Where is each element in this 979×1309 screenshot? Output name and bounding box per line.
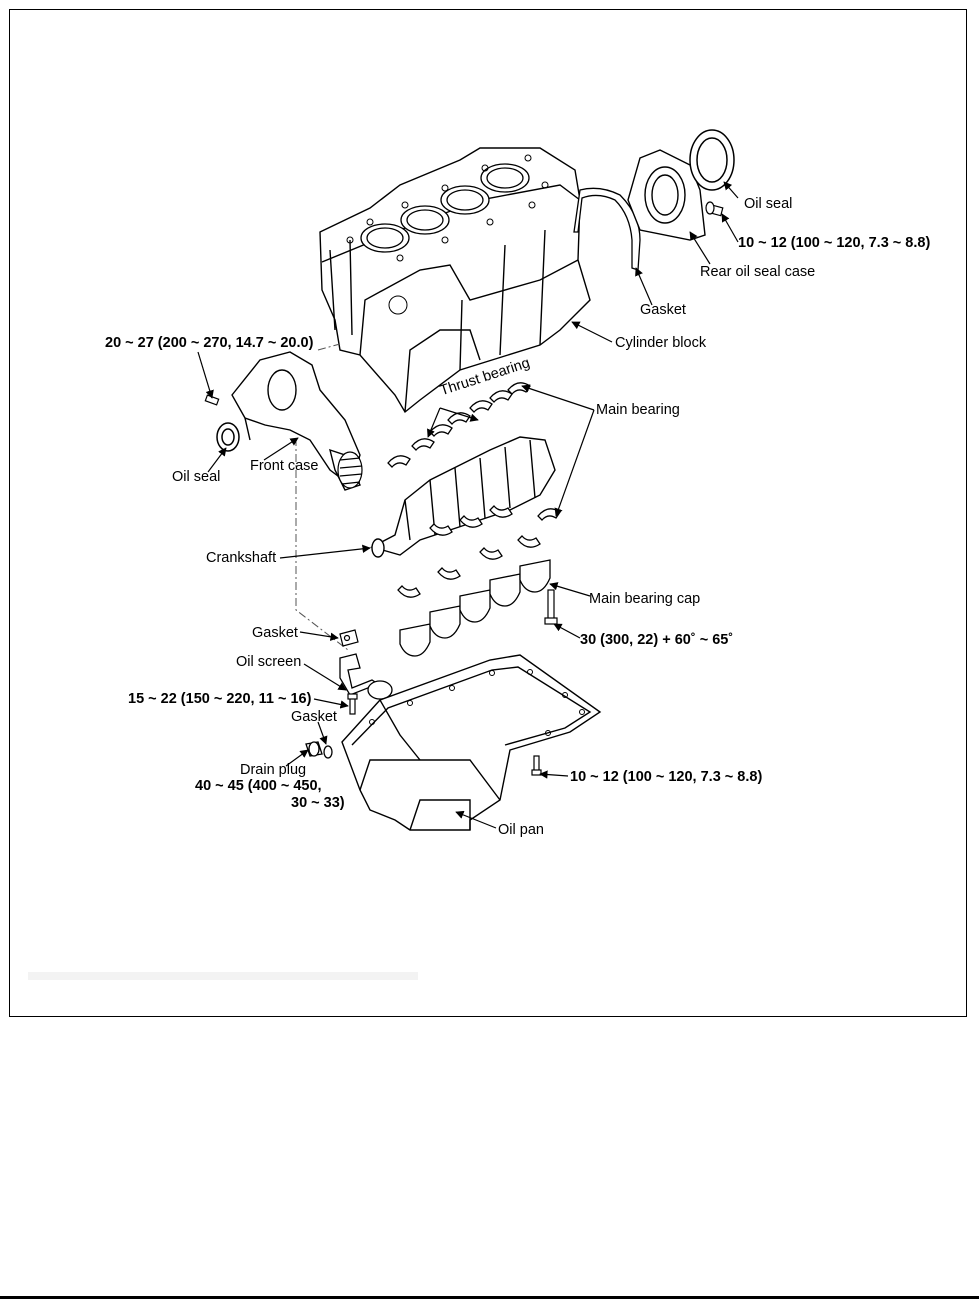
crankshaft	[370, 436, 556, 558]
oil-screen-bolt	[347, 693, 358, 715]
label-oil-pan: Oil pan	[498, 822, 544, 838]
label-gasket-screen: Gasket	[252, 625, 298, 641]
diagram-frame	[9, 9, 967, 1017]
drain-plug	[305, 741, 323, 757]
label-crankshaft: Crankshaft	[206, 550, 277, 566]
screen-gasket	[339, 629, 359, 647]
label-torque-drain-line2: 30 ~ 33)	[291, 795, 345, 811]
drain-gasket	[323, 745, 333, 759]
oil-pan	[341, 654, 602, 831]
oil-pan-bolt-holes	[369, 669, 585, 736]
main-bearing-caps	[399, 559, 551, 657]
label-main-bearing: Main bearing	[596, 402, 680, 418]
front-case-pulley-hub	[337, 451, 363, 489]
label-rear-oil-seal-case: Rear oil seal case	[700, 264, 816, 280]
rear-gasket	[573, 187, 641, 271]
label-oil-seal-front: Oil seal	[172, 469, 221, 485]
label-torque-drain-line1: 40 ~ 45 (400 ~ 450,	[195, 778, 322, 794]
cylinder-bores	[360, 163, 530, 253]
label-torque-rear-case: 10 ~ 12 (100 ~ 120, 7.3 ~ 8.8)	[738, 235, 931, 251]
label-torque-bearing-cap: 30 (300, 22) + 60˚ ~ 65˚	[580, 632, 734, 648]
lower-bearing-shells	[397, 505, 541, 598]
leader-lines	[197, 181, 739, 829]
label-front-case: Front case	[250, 458, 319, 474]
oil-pan-bolt	[531, 755, 542, 776]
label-torque-oil-pan: 10 ~ 12 (100 ~ 120, 7.3 ~ 8.8)	[570, 769, 763, 785]
front-oil-seal	[216, 422, 240, 452]
label-torque-front-case: 20 ~ 27 (200 ~ 270, 14.7 ~ 20.0)	[105, 335, 314, 351]
label-gasket-drain: Gasket	[291, 709, 337, 725]
rear-oil-seal	[689, 129, 735, 191]
footer-rule	[0, 1296, 979, 1299]
label-drain-plug: Drain plug	[240, 762, 307, 778]
rear-oil-seal-case	[627, 149, 706, 241]
label-torque-oil-screen: 15 ~ 22 (150 ~ 220, 11 ~ 16)	[128, 691, 312, 707]
scan-artifact	[28, 972, 418, 980]
block-bolt-holes	[346, 154, 549, 315]
label-oil-screen: Oil screen	[236, 654, 302, 670]
oil-screen	[339, 653, 393, 700]
label-cylinder-block: Cylinder block	[615, 335, 707, 351]
bearing-cap-bolt	[544, 589, 558, 625]
label-gasket-rear: Gasket	[640, 302, 686, 318]
label-oil-seal-rear: Oil seal	[744, 196, 793, 212]
rear-case-bolt	[705, 201, 724, 217]
label-main-bearing-cap: Main bearing cap	[589, 591, 701, 607]
